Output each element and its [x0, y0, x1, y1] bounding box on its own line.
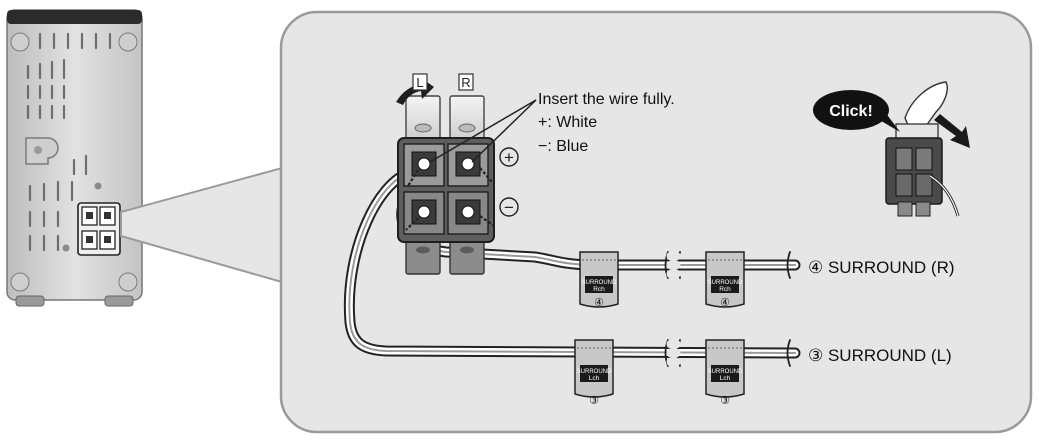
- svg-text:SURROUND: SURROUND: [708, 369, 743, 375]
- svg-text:SURROUND: SURROUND: [582, 280, 617, 286]
- click-callout: Click!: [829, 103, 873, 120]
- zoom-panel: [279, 10, 1033, 434]
- terminal-r-box: [458, 73, 474, 91]
- svg-text:④: ④: [720, 297, 730, 309]
- svg-text:+: +: [504, 148, 514, 167]
- instruction-line-2: +: White: [538, 114, 597, 131]
- terminal-l-label: L: [416, 75, 423, 90]
- svg-text:Lch: Lch: [589, 375, 600, 382]
- svg-text:③: ③: [720, 395, 730, 407]
- svg-text:Rch: Rch: [719, 286, 731, 293]
- plus-symbol: +: [499, 147, 519, 167]
- click-inset: Click!: [813, 81, 970, 217]
- finger-icon: [904, 81, 948, 131]
- leader-lines: [429, 99, 537, 163]
- svg-text:③: ③: [589, 395, 599, 407]
- minus-symbol: −: [499, 197, 519, 217]
- unit-back-panel: [6, 9, 143, 307]
- instruction-line-3: −: Blue: [538, 138, 588, 155]
- cable-tags-left: SURROUND Lch ③ SURROUND Lch ③: [574, 339, 745, 407]
- speaker-terminal-block: [397, 95, 495, 275]
- svg-text:SURROUND: SURROUND: [708, 280, 743, 286]
- svg-text:④: ④: [594, 297, 604, 309]
- svg-text:SURROUND: SURROUND: [577, 369, 612, 375]
- zoom-wedge: [120, 166, 283, 284]
- svg-text:−: −: [504, 198, 514, 217]
- instruction-line-1: Insert the wire fully.: [538, 91, 675, 108]
- svg-text:Rch: Rch: [593, 286, 605, 293]
- cable-tag: SURROUND Rch ④: [579, 251, 619, 309]
- unit-terminal-block: [77, 202, 121, 256]
- cable-tag: SURROUND Lch ③: [574, 339, 614, 407]
- surround-left-label: ③ SURROUND (L): [808, 346, 952, 365]
- surround-right-label: ④ SURROUND (R): [808, 258, 955, 277]
- cable-tag: SURROUND Rch ④: [705, 251, 745, 309]
- press-arrow-icon: [934, 114, 970, 148]
- cable-tags-right: SURROUND Rch ④ SURROUND Rch ④: [579, 251, 745, 309]
- terminal-r-label: R: [461, 75, 470, 90]
- terminal-l-box: [412, 73, 428, 91]
- cable-tag: SURROUND Lch ③: [705, 339, 745, 407]
- svg-text:Lch: Lch: [720, 375, 731, 382]
